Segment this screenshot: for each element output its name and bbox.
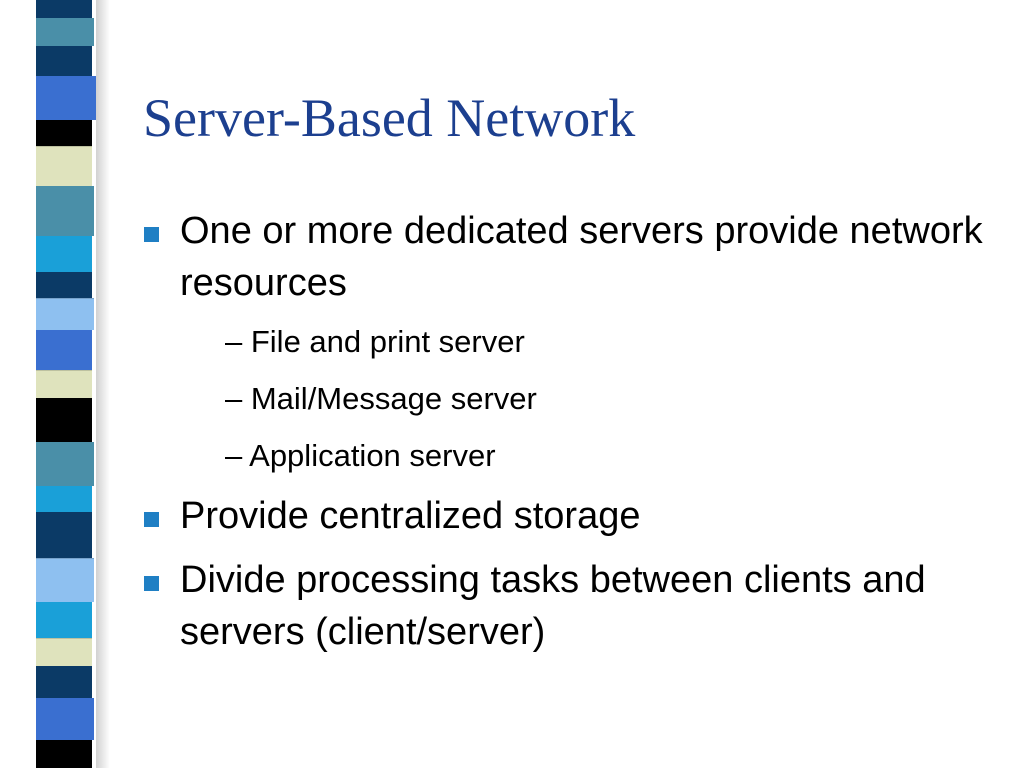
square-bullet-icon bbox=[144, 227, 159, 242]
bar-stripe bbox=[36, 370, 92, 398]
bar-stripe bbox=[36, 740, 92, 768]
bar-stripe bbox=[36, 330, 92, 370]
bar-stripe bbox=[36, 120, 92, 146]
sub-bullet-list: – File and print server – Mail/Message s… bbox=[140, 313, 1000, 484]
slide-body: One or more dedicated servers provide ne… bbox=[140, 205, 1000, 658]
bullet-text: One or more dedicated servers provide ne… bbox=[180, 210, 983, 304]
bar-shadow bbox=[96, 0, 110, 768]
bar-stripe bbox=[36, 398, 92, 442]
bullet-item: Divide processing tasks between clients … bbox=[140, 554, 1000, 658]
bar-stripe bbox=[36, 698, 94, 740]
bullet-text: Divide processing tasks between clients … bbox=[180, 559, 926, 653]
bar-stripe bbox=[36, 666, 92, 698]
bar-stripe bbox=[36, 486, 92, 512]
bar-stripe bbox=[36, 512, 92, 558]
bar-stripe bbox=[36, 76, 96, 120]
square-bullet-icon bbox=[144, 576, 159, 591]
bar-stripe bbox=[36, 146, 92, 186]
bar-stripe bbox=[36, 272, 92, 300]
bullet-item: One or more dedicated servers provide ne… bbox=[140, 205, 1000, 309]
sub-bullet-item: – Application server bbox=[225, 438, 496, 473]
bullet-item: Provide centralized storage bbox=[140, 490, 1000, 542]
bar-stripe bbox=[36, 602, 92, 638]
bar-stripe bbox=[36, 236, 92, 272]
bar-stripe bbox=[36, 46, 92, 76]
slide-title: Server-Based Network bbox=[143, 88, 636, 148]
bar-stripe bbox=[36, 638, 92, 666]
bar-stripe bbox=[36, 558, 94, 602]
bar-stripe bbox=[36, 186, 94, 236]
bar-stripe bbox=[36, 298, 94, 330]
sub-bullet-item: – Mail/Message server bbox=[225, 381, 537, 416]
bullet-text: Provide centralized storage bbox=[180, 495, 641, 537]
bar-stripe bbox=[36, 18, 94, 46]
decorative-striped-bar bbox=[36, 0, 96, 768]
bar-stripe bbox=[36, 0, 92, 18]
sub-bullet-item: – File and print server bbox=[225, 324, 525, 359]
square-bullet-icon bbox=[144, 512, 159, 527]
bar-stripe bbox=[36, 442, 94, 486]
